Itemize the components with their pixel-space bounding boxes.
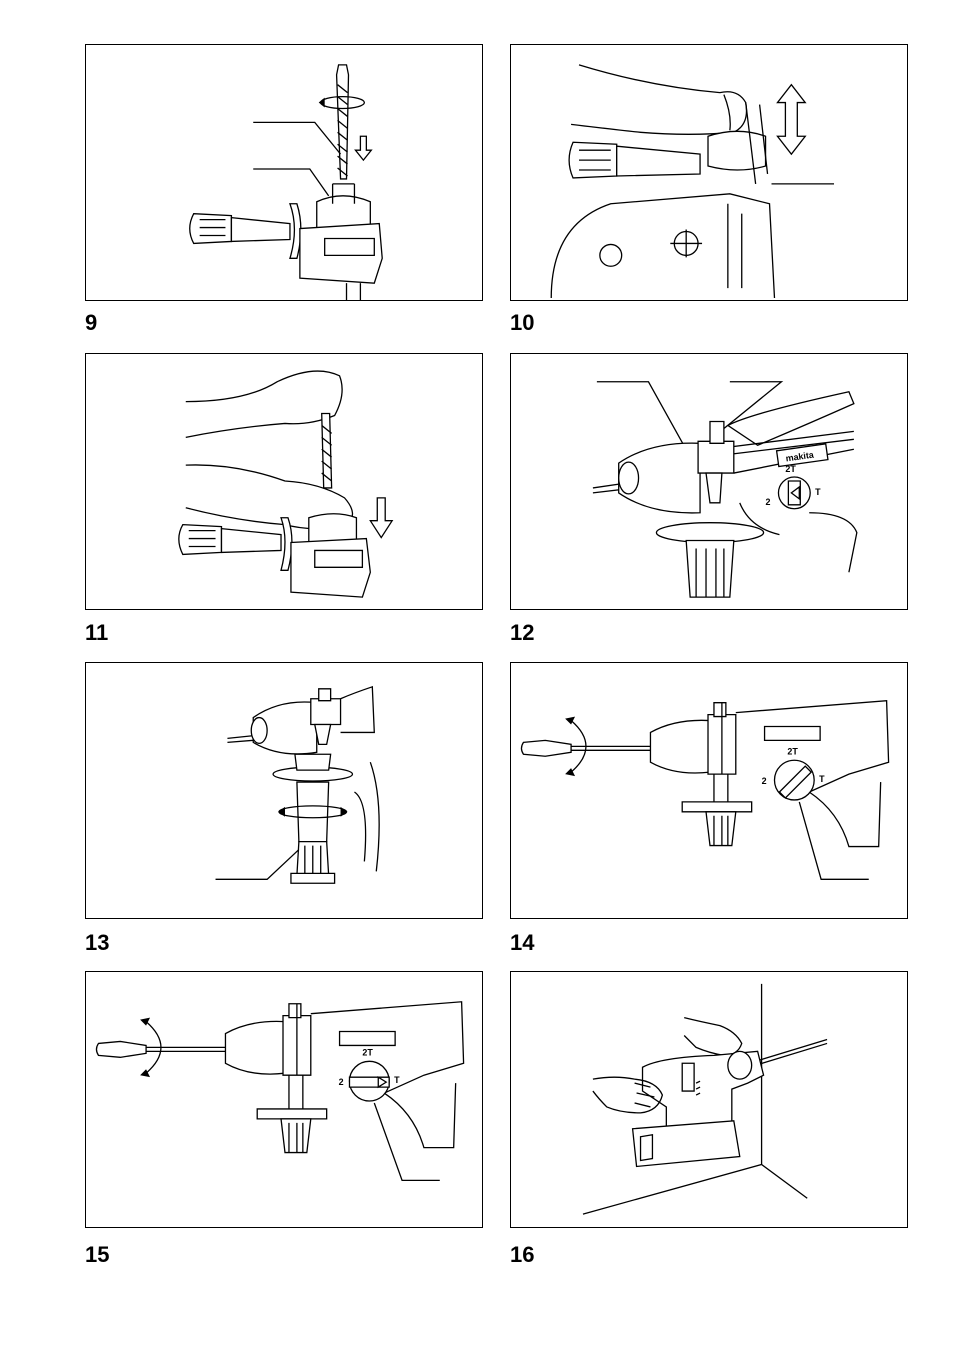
figure-10-illustration [511, 45, 907, 300]
figure-15-number: 15 [85, 1244, 109, 1266]
figure-13-illustration [86, 663, 482, 918]
dial-mark-left: 2 [339, 1077, 344, 1087]
figure-12-number: 12 [510, 622, 534, 644]
figure-15-panel: 2T 2 T [85, 971, 483, 1228]
dial-mark-upper: 2T [785, 464, 796, 474]
figure-10-number: 10 [510, 312, 534, 334]
figure-11-number: 11 [85, 622, 108, 644]
figure-16-number: 16 [510, 1244, 534, 1266]
figure-14-panel: 2T 2 T [510, 662, 908, 919]
figure-9-panel [85, 44, 483, 301]
figure-16-panel [510, 971, 908, 1228]
dial-mark-right: T [819, 774, 825, 784]
figure-16-illustration [511, 972, 907, 1227]
dial-mark-left: 2 [762, 776, 767, 786]
figure-10-panel [510, 44, 908, 301]
figure-11-illustration [86, 354, 482, 609]
figure-9-number: 9 [85, 312, 97, 334]
figure-14-illustration: 2T 2 T [511, 663, 907, 918]
dial-mark-right: T [815, 487, 821, 497]
figure-9-illustration [86, 45, 482, 300]
figure-14-number: 14 [510, 932, 534, 954]
dial-mark-left: 2 [766, 497, 771, 507]
figure-12-illustration: makita 2T 2 T [511, 354, 907, 609]
figure-11-panel [85, 353, 483, 610]
figure-15-illustration: 2T 2 T [86, 972, 482, 1227]
dial-mark-upper: 2T [362, 1047, 373, 1057]
figure-13-number: 13 [85, 932, 109, 954]
figure-12-panel: makita 2T 2 T [510, 353, 908, 610]
figure-13-panel [85, 662, 483, 919]
dial-mark-upper: 2T [787, 746, 798, 756]
dial-mark-right: T [394, 1075, 400, 1085]
